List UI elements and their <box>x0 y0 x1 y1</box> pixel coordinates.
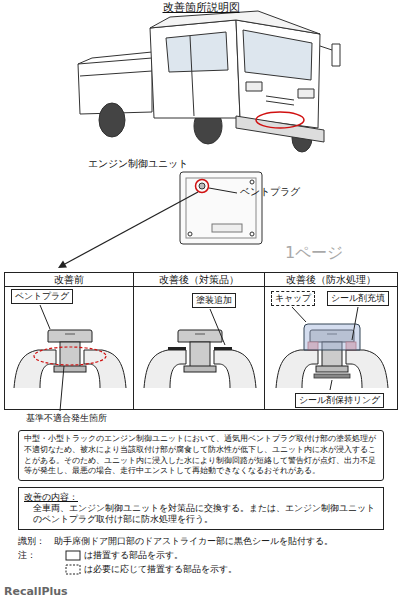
cross-section-countermeasure <box>144 309 256 388</box>
cross-section-before <box>14 305 126 411</box>
part-name: 塗装追加 <box>196 295 232 306</box>
note-symbols <box>66 551 80 574</box>
part-label: ベントプラグ <box>240 186 300 198</box>
part-tag: シール剤充填 <box>327 291 389 306</box>
description-text: 中型・小型トラックのエンジン制御ユニットにおいて、通気用ベントプラグ取付け部の塗… <box>24 434 378 477</box>
description-box: 中型・小型トラックのエンジン制御ユニットにおいて、通気用ベントプラグ取付け部の塗… <box>18 430 384 481</box>
table-column: 改善後（対策品） 塗装追加 <box>133 272 265 410</box>
table-column: 改善前ベントプラグ <box>4 272 134 410</box>
table-column: 改善後（防水処理） キャップ シール剤充填シール剤保持リング <box>264 272 398 410</box>
remedy-box: 改善の内容：全車両、エンジン制御ユニットを対策品に交換する。または、エンジン制御… <box>18 487 384 530</box>
callout-label: 基準不適合発生箇所 <box>26 413 107 424</box>
page-title: 改善箇所説明図 <box>0 1 402 14</box>
identification-text: 助手席側ドア開口部のドアストライカー部に黒色シールを貼付する。 <box>54 536 333 547</box>
cross-section-waterproof <box>276 307 388 390</box>
watermark: 1ページ <box>285 244 343 262</box>
column-heading: 改善後（対策品） <box>134 273 264 287</box>
part-name: ベントプラグ <box>15 291 69 302</box>
note-text: は必要に応じて措置する部品を示す。 <box>84 564 237 575</box>
truck-illustration <box>78 11 340 152</box>
note-heading: 注： <box>18 550 36 561</box>
part-tag: 塗装追加 <box>192 293 236 308</box>
part-name: シール剤保持リング <box>299 395 380 406</box>
part-tag: キャップ <box>271 291 315 306</box>
zoom-arrow <box>58 192 198 268</box>
part-tag: シール剤保持リング <box>295 393 384 408</box>
note-text: は措置する部品を示す。 <box>84 550 183 561</box>
column-heading: 改善前 <box>5 273 133 287</box>
column-heading: 改善後（防水処理） <box>265 273 397 287</box>
part-name: シール剤充填 <box>331 293 385 304</box>
engine-control-unit <box>180 172 262 244</box>
part-label: エンジン制御ユニット <box>88 158 188 170</box>
part-name: キャップ <box>275 293 311 304</box>
part-tag: ベントプラグ <box>11 289 73 304</box>
watermark: RecallPlus <box>4 585 68 598</box>
remedy-text: 全車両、エンジン制御ユニットを対策品に交換する。または、エンジン制御ユニットのベ… <box>24 503 378 526</box>
remedy-heading: 改善の内容： <box>24 491 378 503</box>
identification-heading: 識別： <box>18 536 45 547</box>
